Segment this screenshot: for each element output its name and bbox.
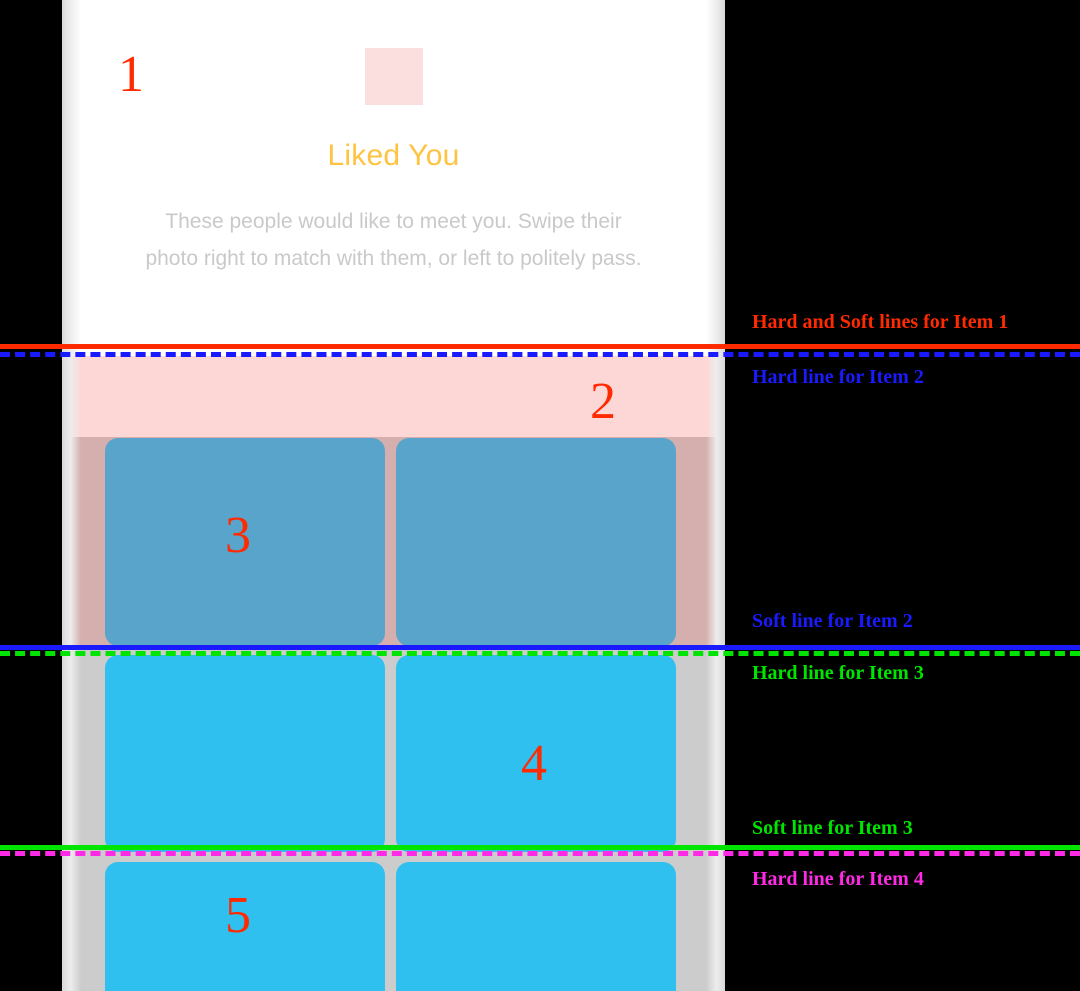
index-mark-4: 4 (521, 735, 547, 792)
index-mark-2: 2 (590, 373, 616, 430)
photo-tile[interactable] (105, 655, 385, 852)
index-mark-1: 1 (118, 46, 144, 103)
label-item2-hard: Hard line for Item 2 (752, 366, 924, 388)
label-item1: Hard and Soft lines for Item 1 (752, 311, 1009, 333)
label-item3-hard: Hard line for Item 3 (752, 662, 924, 684)
label-item2-soft: Soft line for Item 2 (752, 610, 913, 632)
phone-screen-capture: Liked You These people would like to mee… (62, 0, 725, 991)
page-title: Liked You (327, 139, 460, 172)
photo-tile[interactable] (105, 862, 385, 991)
photo-tile[interactable] (396, 862, 676, 991)
index-mark-5: 5 (225, 887, 251, 944)
photo-tile[interactable] (105, 438, 385, 646)
liked-you-placeholder-image-icon (364, 48, 423, 105)
page-subtitle: These people would like to meet you. Swi… (145, 210, 642, 270)
photo-tile[interactable] (396, 438, 676, 646)
liked-you-header-card: Liked You These people would like to mee… (62, 0, 725, 348)
liked-you-photo-grid (62, 437, 725, 991)
label-item4-hard: Hard line for Item 4 (752, 868, 924, 890)
index-mark-3: 3 (225, 507, 251, 564)
label-item3-soft: Soft line for Item 3 (752, 817, 913, 839)
photo-tile[interactable] (396, 655, 676, 852)
